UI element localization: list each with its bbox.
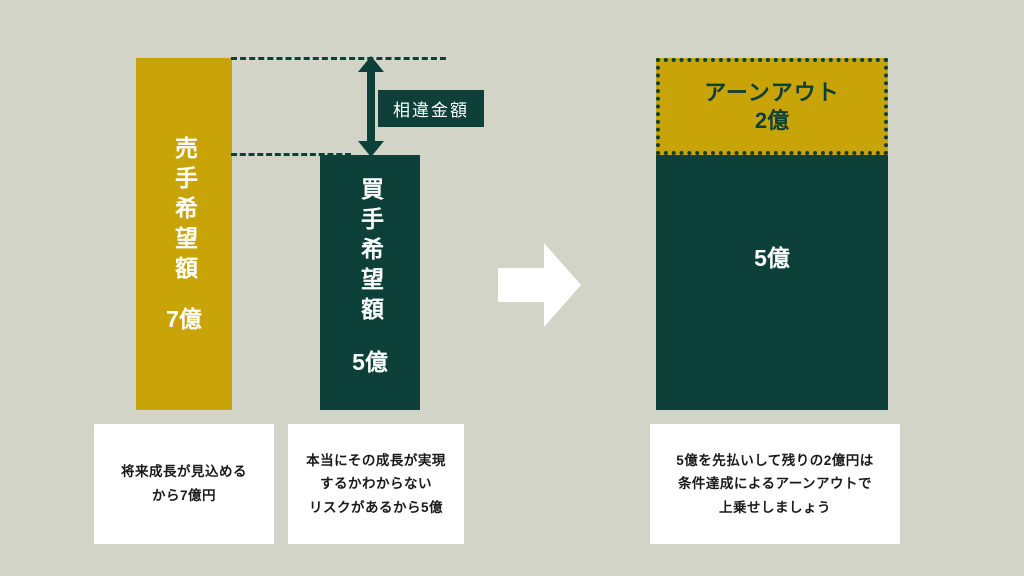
gap-amount-label-text: 相違金額 [393, 101, 469, 120]
buyer-price-label: 買手希望額 [357, 177, 384, 327]
earnout-proposal-text: 5億を先払いして残りの2億円は 条件達成によるアーンアウトで 上乗せしましょう [676, 449, 874, 520]
seller-price-amount: 7億 [166, 306, 202, 332]
gap-amount-label: 相違金額 [378, 90, 484, 127]
buyer-rationale-card: 本当にその成長が実現 するかわからない リスクがあるから5億 [288, 424, 464, 544]
earnout-segment: アーンアウト 2億 [656, 58, 888, 155]
buyer-rationale-line-1: 本当にその成長が実現 [306, 452, 446, 468]
earnout-proposal-card: 5億を先払いして残りの2億円は 条件達成によるアーンアウトで 上乗せしましょう [650, 424, 900, 544]
buyer-price-amount: 5億 [352, 349, 388, 375]
upfront-amount: 5億 [754, 245, 790, 271]
seller-rationale-card: 将来成長が見込める から7億円 [94, 424, 274, 544]
seller-rationale-line-2: から7億円 [151, 488, 216, 503]
seller-rationale-text: 将来成長が見込める から7億円 [121, 460, 247, 507]
gap-double-arrow-icon [356, 55, 386, 158]
buyer-rationale-line-3: リスクがあるから5億 [308, 499, 443, 515]
buyer-rationale-line-2: するかわからない [319, 476, 432, 492]
earnout-proposal-line-2: 条件達成によるアーンアウトで [677, 476, 873, 492]
buyer-top-leader-line [231, 153, 351, 156]
right-arrow-icon [498, 242, 582, 328]
seller-rationale-line-1: 将来成長が見込める [121, 464, 247, 480]
earnout-proposal-line-1: 5億を先払いして残りの2億円は [676, 452, 874, 468]
deal-structure-bar: アーンアウト 2億 5億 [656, 58, 888, 410]
seller-top-leader-line [231, 57, 446, 60]
earnout-amount: 2億 [754, 107, 790, 133]
seller-price-label: 売手希望額 [171, 136, 198, 286]
buyer-rationale-text: 本当にその成長が実現 するかわからない リスクがあるから5億 [306, 449, 446, 520]
buyer-price-bar: 買手希望額 5億 [320, 155, 420, 410]
earnout-title: アーンアウト [704, 80, 840, 105]
upfront-segment: 5億 [656, 155, 888, 410]
seller-price-bar: 売手希望額 7億 [136, 58, 232, 410]
earnout-proposal-line-3: 上乗せしましょう [719, 499, 831, 515]
